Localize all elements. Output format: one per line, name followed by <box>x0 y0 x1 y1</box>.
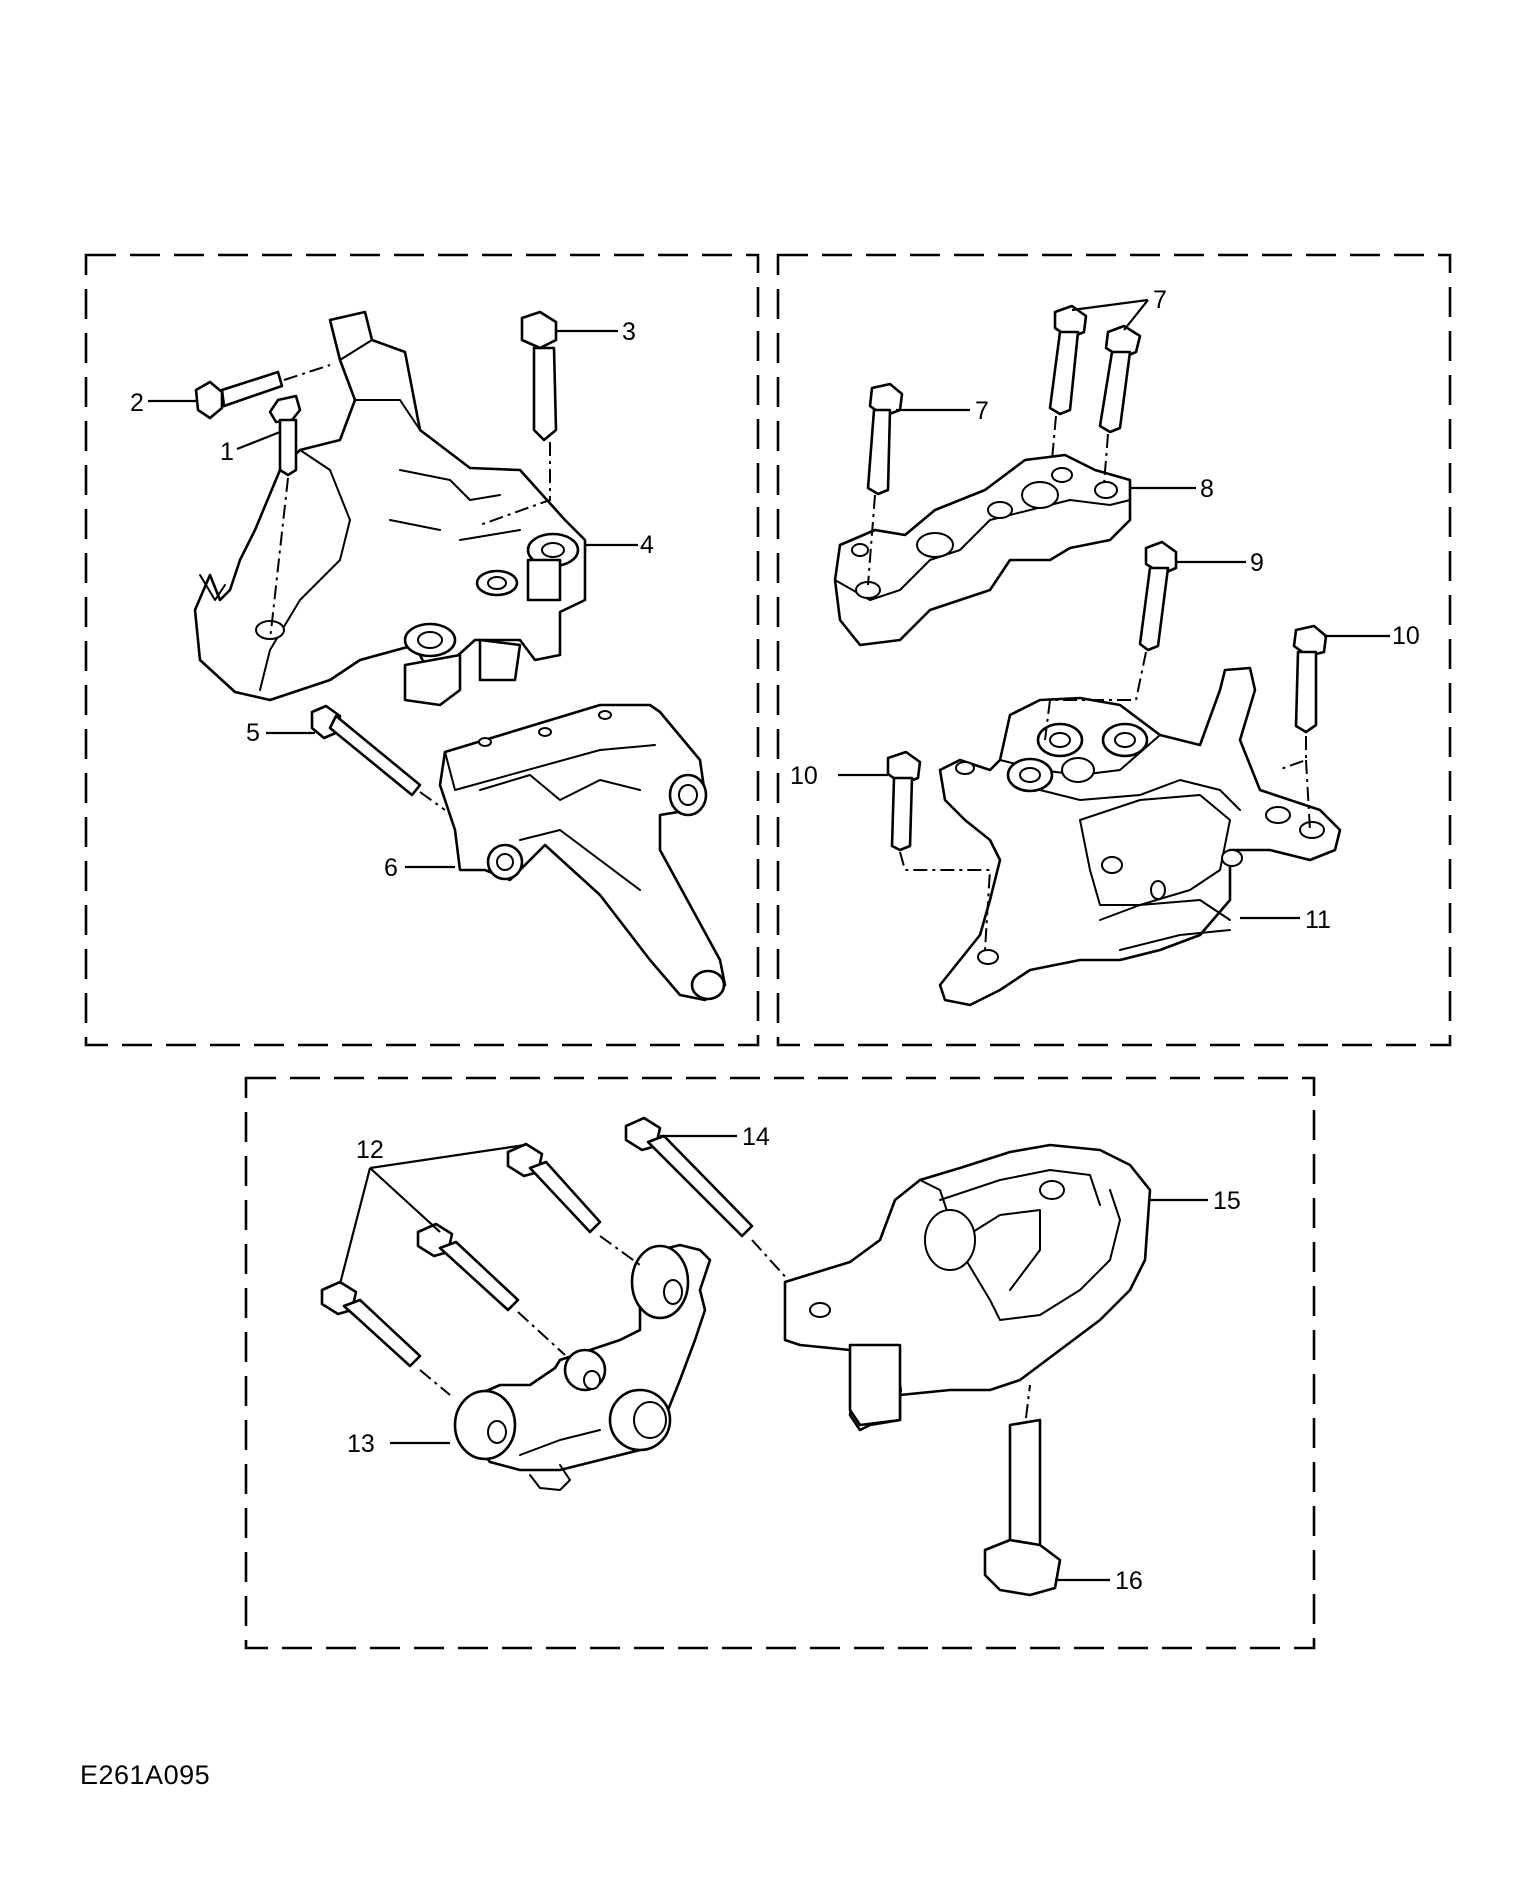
part-10-bolt-a <box>1277 624 1328 831</box>
part-10-bolt-b <box>886 750 992 951</box>
part-4-mount-bracket <box>193 310 587 707</box>
part-7-bolt-a <box>866 382 904 586</box>
callout-2: 2 <box>130 389 144 417</box>
callout-15: 15 <box>1213 1187 1241 1215</box>
group-box-rear-mount <box>244 1076 1316 1650</box>
callout-6: 6 <box>384 854 398 882</box>
part-11-engine-mount <box>938 666 1342 1007</box>
callout-labels: 1 2 3 4 5 6 7 7 8 9 10 10 11 12 13 14 15… <box>130 286 1420 1595</box>
callout-4: 4 <box>640 531 654 559</box>
part-7-bolt-c <box>1098 324 1142 485</box>
part-13-link-bracket <box>453 1243 712 1491</box>
part-2-bolt <box>194 364 331 420</box>
callout-10-right: 10 <box>1392 622 1420 650</box>
callout-13: 13 <box>347 1430 375 1458</box>
part-8-plate <box>833 453 1132 647</box>
callout-1: 1 <box>220 438 234 466</box>
callout-14: 14 <box>742 1123 770 1151</box>
callout-7-upper: 7 <box>1153 286 1167 314</box>
leader-lines <box>148 298 1390 1582</box>
part-14-bolt <box>624 1116 791 1283</box>
callout-16: 16 <box>1115 1567 1143 1595</box>
part-6-bracket-arm <box>438 703 727 1002</box>
callout-8: 8 <box>1200 475 1214 503</box>
part-5-bolt <box>310 704 446 811</box>
part-12-bolt-b <box>416 1222 566 1356</box>
part-12-bolt-c <box>506 1142 641 1266</box>
part-7-bolt-b <box>1048 304 1088 461</box>
callout-5: 5 <box>246 719 260 747</box>
callout-9: 9 <box>1250 549 1264 577</box>
part-12-bolt-a <box>320 1280 451 1396</box>
part-16-bolt <box>983 1384 1062 1597</box>
diagram-reference-code: E261A095 <box>80 1760 211 1790</box>
part-15-rear-mount <box>783 1143 1152 1432</box>
callout-7-left: 7 <box>975 397 989 425</box>
part-3-bolt <box>479 310 558 526</box>
callout-3: 3 <box>622 318 636 346</box>
group-box-left-mount <box>84 253 760 1047</box>
callout-10-left: 10 <box>790 762 818 790</box>
callout-12: 12 <box>356 1136 384 1164</box>
group-box-right-mount <box>776 253 1452 1047</box>
callout-11: 11 <box>1305 906 1331 934</box>
part-9-bolt <box>1044 540 1178 741</box>
part-1-bolt <box>268 394 302 641</box>
